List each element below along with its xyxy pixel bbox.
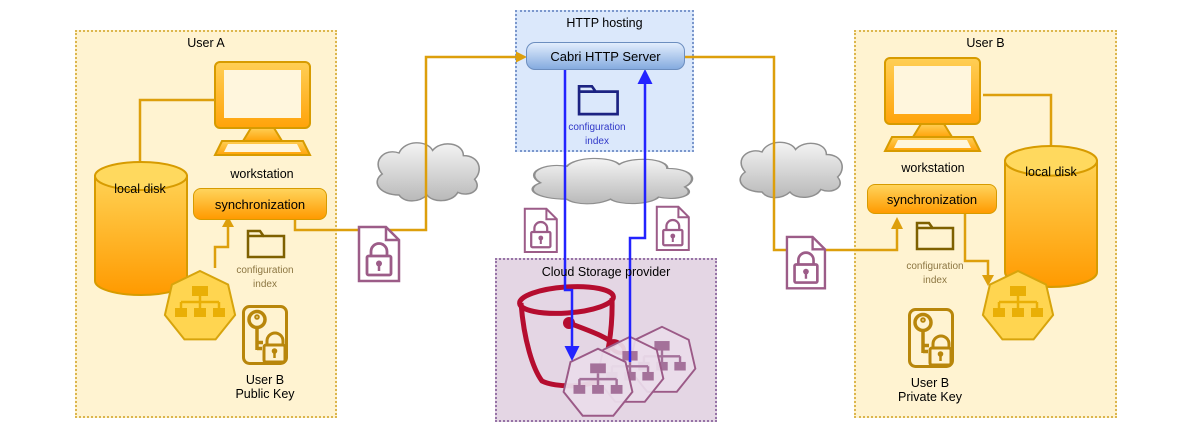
storage-to-server-connector [628,69,653,362]
lock-document-icon [655,205,690,252]
workstation-b-label: workstation [901,161,965,175]
sync-a-to-server-connector [293,51,527,232]
server-to-storage-connector [563,70,580,361]
key-lock-icon [241,304,289,366]
sync-button-user-a: synchronization [193,188,327,220]
key-lock-icon [907,307,955,369]
config-index-http-line1: configuration [568,122,626,133]
config-index-b-line2: index [923,275,947,286]
folder-icon [246,229,286,259]
config-index-a-line2: index [253,279,277,290]
folder-icon [915,221,955,251]
cloud-storage-title: Cloud Storage provider [541,265,671,279]
computer-monitor-icon [214,61,311,156]
key-caption-b-line1: User B [910,376,950,390]
cabri-http-server-node: Cabri HTTP Server [526,42,685,70]
server-to-sync-b-connector [685,55,903,252]
key-caption-b-line2: Private Key [898,390,962,404]
heptagon-a-to-sync-connector [213,216,234,268]
lock-document-icon [357,225,401,283]
monitor-a-to-disk-connector [138,98,215,161]
http-hosting-title: HTTP hosting [566,16,643,30]
workstation-a-label: workstation [230,167,294,181]
cloud-icon [739,141,843,199]
sync-button-user-b: synchronization [867,184,997,214]
local-disk-a-label: local disk [114,182,166,196]
cloud-icon [376,142,480,202]
cloud-icon [531,157,694,206]
sync-b-to-heptagon-connector [963,214,994,286]
config-index-b-line1: configuration [906,261,964,272]
folder-icon [577,84,619,116]
key-caption-a-line2: Public Key [235,387,295,401]
user-a-title: User A [187,36,225,50]
config-index-http-line2: index [585,136,609,147]
lock-document-icon [523,207,558,254]
key-caption-a-line1: User B [245,373,285,387]
local-disk-b-label: local disk [1025,165,1077,179]
monitor-b-to-disk-connector [983,93,1053,145]
lock-document-icon [785,235,827,290]
computer-monitor-icon [884,57,981,152]
config-index-a-line1: configuration [236,265,294,276]
http-hosting-panel [515,10,694,152]
user-b-title: User B [966,36,1005,50]
